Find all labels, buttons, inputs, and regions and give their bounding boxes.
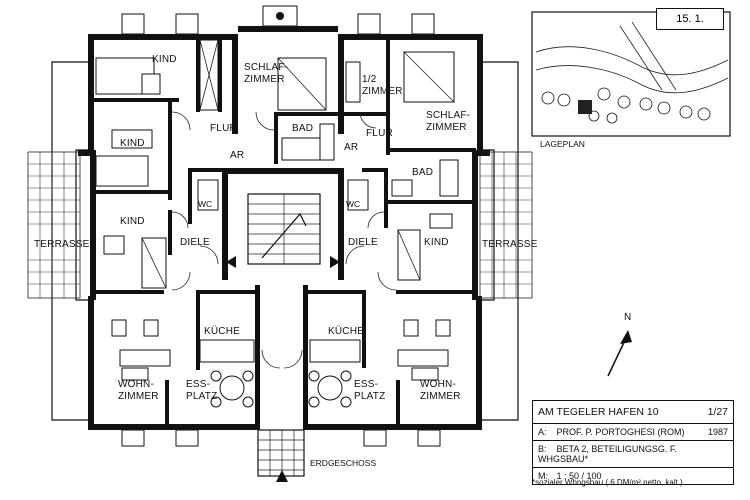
terrace-left bbox=[27, 61, 93, 421]
builder-value: BETA 2, BETEILIGUNGSG. F. WHGSBAU* bbox=[538, 444, 677, 464]
label-wohnzimmer-right-2: ZIMMER bbox=[420, 391, 461, 402]
label-schlafzimmer-left-2: ZIMMER bbox=[244, 74, 285, 85]
scale-key: M: bbox=[538, 471, 548, 481]
furniture bbox=[95, 39, 459, 408]
label-ar-right: AR bbox=[344, 142, 358, 153]
scale-value: 1 : 50 / 100 bbox=[556, 471, 602, 481]
label-terrasse-right: TERRASSE bbox=[482, 239, 538, 250]
page-reference: 15. 1. bbox=[656, 8, 724, 30]
label-kind-right: KIND bbox=[424, 237, 449, 248]
label-terrasse-left: TERRASSE bbox=[34, 239, 90, 250]
room-labels: KIND SCHLAF- ZIMMER 1/2 ZIMMER SCHLAF- Z… bbox=[34, 54, 538, 468]
label-wc-right: WC bbox=[346, 199, 360, 209]
architect-key: A: bbox=[538, 427, 547, 437]
scale-row: M: 1 : 50 / 100 bbox=[533, 468, 733, 484]
label-erdgeschoss: ERDGESCHOSS bbox=[310, 458, 376, 468]
label-wohnzimmer-right-1: WOHN- bbox=[420, 379, 456, 390]
label-schlafzimmer-right-2: ZIMMER bbox=[426, 122, 467, 133]
label-lageplan: LAGEPLAN bbox=[540, 139, 585, 149]
label-wohnzimmer-left-2: ZIMMER bbox=[118, 391, 159, 402]
label-essplatz-left-1: ESS- bbox=[186, 379, 210, 390]
interior-walls-right bbox=[308, 40, 476, 425]
label-halbzimmer-1: 1/2 bbox=[362, 74, 377, 85]
label-flur-left: FLUR bbox=[210, 123, 237, 134]
label-wc-left: WC bbox=[198, 199, 212, 209]
entrance-arrow-icon bbox=[276, 470, 288, 482]
label-north: N bbox=[624, 312, 631, 323]
builder-key: B: bbox=[538, 444, 547, 454]
label-kind-left-3: KIND bbox=[120, 216, 145, 227]
label-essplatz-right-2: PLATZ bbox=[354, 391, 385, 402]
chimney-icon bbox=[276, 12, 284, 20]
architect-value: PROF. P. PORTOGHESI (ROM) bbox=[556, 427, 685, 437]
door-swings bbox=[171, 111, 397, 369]
label-diele-right: DIELE bbox=[348, 237, 378, 248]
north-arrow-icon: N bbox=[607, 312, 632, 377]
label-essplatz-right-1: ESS- bbox=[354, 379, 378, 390]
exterior-walls bbox=[78, 26, 490, 430]
label-kind-top-left: KIND bbox=[152, 54, 177, 65]
architect-year: 1987 bbox=[707, 427, 728, 437]
builder-row: B: BETA 2, BETEILIGUNGSG. F. WHGSBAU* bbox=[533, 441, 733, 468]
architect-row: A: PROF. P. PORTOGHESI (ROM) 1987 bbox=[533, 424, 733, 441]
site-plan-inset: LAGEPLAN bbox=[531, 11, 731, 149]
label-kueche-right: KÜCHE bbox=[328, 325, 364, 337]
terrace-right bbox=[477, 61, 533, 421]
label-kind-left-2: KIND bbox=[120, 138, 145, 149]
label-bad-right: BAD bbox=[412, 167, 433, 178]
top-windows bbox=[121, 5, 441, 447]
title-row: AM TEGELER HAFEN 10 1/27 bbox=[533, 401, 733, 424]
title-block: AM TEGELER HAFEN 10 1/27 A: PROF. P. POR… bbox=[532, 400, 734, 485]
label-kueche-left: KÜCHE bbox=[204, 325, 240, 337]
label-diele-left: DIELE bbox=[180, 237, 210, 248]
footnote: *sozialer Whngsbau ( 6 DM/m² netto, kalt… bbox=[532, 478, 683, 487]
label-ar-left: AR bbox=[230, 150, 244, 161]
label-flur-right: FLUR bbox=[366, 128, 393, 139]
site-building-marker bbox=[578, 100, 592, 114]
interior-walls-left bbox=[94, 40, 338, 425]
label-bad-left: BAD bbox=[292, 123, 313, 134]
sheet-number: 1/27 bbox=[707, 406, 728, 418]
label-wohnzimmer-left-1: WOHN- bbox=[118, 379, 154, 390]
project-title: AM TEGELER HAFEN 10 bbox=[538, 406, 659, 418]
label-essplatz-left-2: PLATZ bbox=[186, 391, 217, 402]
entrance-steps bbox=[257, 429, 305, 482]
staircase bbox=[226, 193, 340, 268]
label-schlafzimmer-right-1: SCHLAF- bbox=[426, 110, 470, 121]
label-halbzimmer-2: ZIMMER bbox=[362, 86, 403, 97]
label-schlafzimmer-left-1: SCHLAF- bbox=[244, 62, 288, 73]
